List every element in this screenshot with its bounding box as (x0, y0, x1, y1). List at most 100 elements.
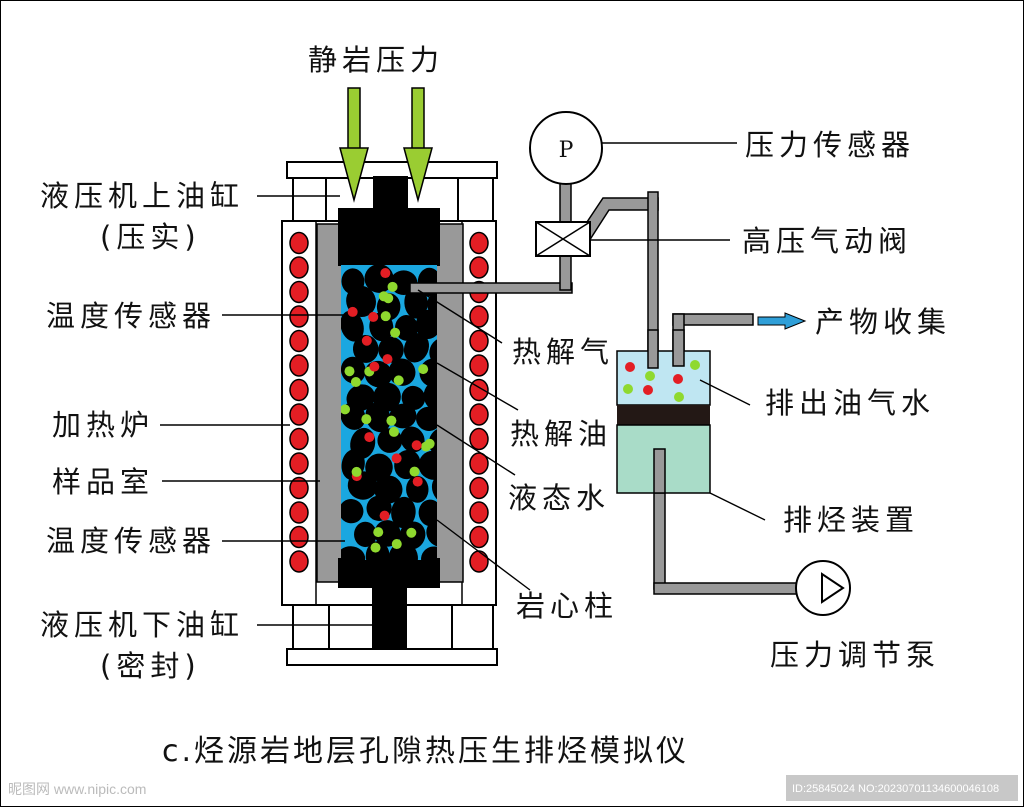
gas-bubble (373, 527, 384, 538)
rock-grain (395, 315, 419, 341)
gas-bubble (406, 527, 417, 538)
rock-grain (415, 309, 437, 339)
watermark-site: 昵图网 www.nipic.com (8, 781, 146, 797)
heater-coil-icon (289, 525, 309, 549)
oil-droplet (412, 476, 423, 487)
oil-droplet (411, 440, 422, 451)
label-temp-sensor-top: 温度传感器 (46, 299, 216, 333)
rock-grain (365, 402, 391, 433)
upper-piston (338, 208, 440, 266)
rock-grain (419, 358, 437, 388)
gas-bubble (351, 466, 362, 477)
heater-coil-icon (289, 329, 309, 353)
rock-grain (404, 286, 428, 319)
label-temp-sensor-bottom: 温度传感器 (46, 524, 216, 558)
rock-grain (365, 453, 393, 482)
heater-coil-icon (469, 476, 489, 500)
gas-bubble (391, 539, 402, 550)
label-liquid-water: 液态水 (508, 481, 610, 515)
heater-coil-icon (469, 354, 489, 377)
label-lower-cylinder: 液压机下油缸 (40, 608, 244, 642)
heater-coil-icon (469, 329, 489, 353)
label-sample-chamber: 样品室 (52, 465, 154, 499)
label-pyrolysis-gas: 热解气 (512, 335, 614, 369)
pneumatic-valve (535, 221, 591, 257)
gas-bubble (393, 375, 404, 386)
heater-coil-icon (289, 305, 309, 328)
oil-droplet (361, 335, 372, 346)
heater-coil-icon (289, 378, 309, 402)
heater-coil-icon (289, 501, 309, 524)
rock-grain (341, 546, 366, 560)
pressure-pump-icon (795, 560, 851, 616)
heater-coil-icon (469, 525, 489, 549)
heater-coil-icon (289, 476, 309, 500)
heater-coil-icon (289, 452, 309, 475)
heater-coils (289, 231, 489, 573)
pressure-gauge: P (529, 111, 603, 185)
gas-bubble (424, 438, 435, 449)
label-pressure-sensor: 压力传感器 (745, 128, 915, 162)
rock-grain (341, 310, 364, 342)
heater-coil-icon (289, 354, 309, 377)
pressure-arrow-left (339, 87, 369, 203)
rock-grain (416, 406, 437, 431)
label-product-collection: 产物收集 (815, 305, 951, 339)
oil-droplet (380, 268, 391, 279)
gas-bubble (387, 281, 398, 292)
gas-bubble (341, 404, 351, 415)
rock-grain (406, 475, 429, 503)
label-upper-cylinder: 液压机上油缸 (40, 179, 244, 213)
rock-grain (418, 499, 437, 527)
heater-coil-icon (289, 231, 309, 255)
heater-coil-icon (469, 403, 489, 426)
oil-droplet (379, 510, 390, 521)
upper-piston-rod (373, 176, 408, 211)
gas-bubble (388, 426, 399, 437)
figure-caption: c.烃源岩地层孔隙热压生排烃模拟仪 (162, 734, 689, 769)
gas-bubble (409, 466, 420, 477)
rock-grain (352, 334, 379, 363)
rock-grain (388, 541, 418, 560)
heater-coil-icon (469, 256, 489, 279)
title-label: 静岩压力 (308, 43, 444, 77)
hydrocarbon-expulsion-device (616, 329, 711, 494)
gas-bubble (380, 311, 391, 322)
gas-bubble (390, 327, 401, 338)
rock-grain (423, 380, 437, 412)
rock-grain (401, 385, 426, 411)
gas-bubble (350, 377, 361, 388)
oil-droplet (364, 432, 375, 443)
label-pump: 压力调节泵 (770, 638, 940, 672)
gas-bubble (383, 293, 394, 304)
label-upper-cylinder-note: (压实) (100, 220, 201, 254)
lower-piston (338, 558, 440, 588)
rock-grain (389, 403, 417, 429)
label-core-column: 岩心柱 (516, 589, 618, 623)
heater-coil-icon (469, 427, 489, 451)
label-furnace: 加热炉 (52, 408, 154, 442)
heater-coil-icon (469, 378, 489, 402)
rock-grain (418, 450, 437, 480)
heater-coil-icon (469, 231, 489, 255)
heater-coil-icon (289, 550, 309, 573)
heater-coil-icon (289, 427, 309, 451)
rock-grain (421, 546, 437, 560)
pressure-arrow-right (403, 87, 433, 203)
valve-outlet-pipe (582, 197, 659, 240)
watermark-id-box (786, 775, 1018, 801)
heater-coil-icon (469, 305, 489, 328)
rock-grain (354, 521, 377, 548)
label-pneumatic-valve: 高压气动阀 (742, 224, 912, 258)
rock-core-column (341, 265, 437, 560)
heater-coil-icon (469, 452, 489, 475)
gauge-symbol: P (559, 138, 574, 163)
rock-grain (426, 520, 437, 547)
label-expulsion-device: 排烃装置 (783, 503, 919, 537)
gas-bubble (344, 366, 355, 377)
oil-droplet (369, 361, 380, 372)
gas-bubble (370, 542, 381, 553)
gas-bubble (386, 415, 397, 426)
oil-droplet (391, 453, 402, 464)
